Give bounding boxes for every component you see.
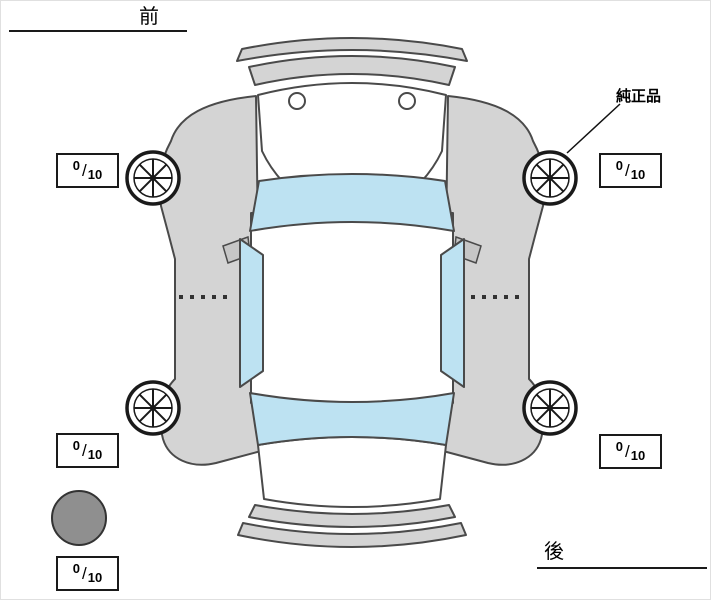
wheel-front-left: [125, 150, 181, 206]
tread-separator: /: [625, 441, 630, 461]
rear-bumper: [248, 504, 456, 528]
tread-max: 10: [87, 447, 103, 462]
tread-separator: /: [82, 440, 87, 460]
rear-bumper-strip: [237, 522, 467, 548]
front-underline: [9, 30, 187, 32]
tread-gauge-front-left: 0/10: [56, 153, 119, 188]
tread-separator: /: [82, 160, 87, 180]
left-side-windows-glass: [239, 238, 264, 388]
wheel-front-right: [522, 150, 578, 206]
rear-label: 後: [544, 541, 564, 563]
tread-value: 0: [615, 439, 624, 454]
front-label: 前: [139, 6, 159, 28]
genuine-part-pointer-line: [566, 103, 621, 154]
windshield-glass: [249, 173, 455, 232]
tread-max: 10: [87, 570, 103, 585]
tread-gauge-rear-left: 0/10: [56, 433, 119, 468]
wheel-rear-left: [125, 380, 181, 436]
tread-separator: /: [82, 563, 87, 583]
genuine-part-label: 純正品: [616, 88, 662, 105]
wheel-rear-right: [522, 380, 578, 436]
tread-max: 10: [87, 167, 103, 182]
hood: [257, 82, 447, 183]
tread-value: 0: [72, 561, 81, 576]
roof: [250, 212, 454, 404]
rear-window-glass: [249, 392, 455, 446]
hood-nozzle-left: [288, 92, 306, 110]
front-bumper: [248, 55, 456, 86]
tread-value: 0: [615, 158, 624, 173]
tread-value: 0: [72, 158, 81, 173]
right-side-body-panel: [442, 95, 546, 466]
tread-gauge-front-right: 0/10: [599, 153, 662, 188]
hood-nozzle-right: [398, 92, 416, 110]
tread-max: 10: [630, 167, 646, 182]
rear-underline: [537, 567, 707, 569]
tread-separator: /: [625, 160, 630, 180]
tread-max: 10: [630, 448, 646, 463]
front-bumper-strip: [236, 37, 468, 62]
spare-tire-circle: [51, 490, 107, 546]
tread-gauge-rear-right: 0/10: [599, 434, 662, 469]
tread-gauge-spare: 0/10: [56, 556, 119, 591]
right-side-windows-glass: [440, 238, 465, 388]
tread-value: 0: [72, 438, 81, 453]
trunk: [257, 436, 447, 508]
left-side-body-panel: [158, 95, 262, 466]
